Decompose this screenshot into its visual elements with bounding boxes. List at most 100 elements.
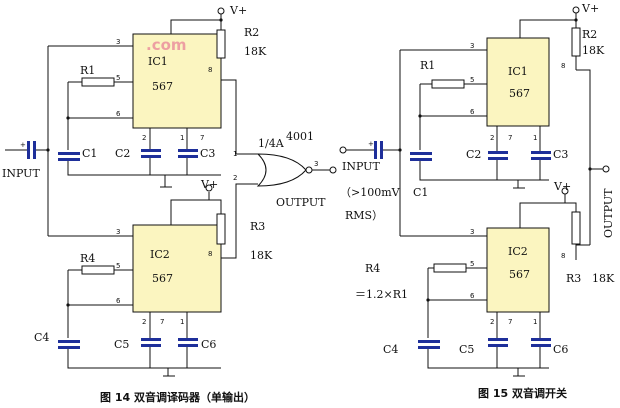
svg-text:3: 3: [116, 38, 120, 46]
svg-text:2: 2: [490, 318, 494, 326]
svg-text:7: 7: [200, 134, 204, 142]
output-label: OUTPUT: [276, 196, 326, 209]
r2-resistor: [216, 29, 226, 59]
svg-text:6: 6: [470, 108, 475, 116]
svg-text:7: 7: [508, 318, 512, 326]
c4-capacitor-fig15: [418, 340, 440, 343]
input-terminal-fig15: [339, 146, 347, 154]
svg-text:1: 1: [233, 150, 237, 158]
r3-resistor: [216, 213, 226, 245]
input-label: INPUT: [2, 167, 40, 180]
svg-text:1: 1: [533, 134, 537, 142]
c5-label-fig15: C5: [459, 343, 474, 356]
output-terminal: [329, 166, 337, 174]
r3-value-fig15: 18K: [592, 272, 615, 285]
ic1-part: 567: [152, 80, 173, 93]
ic1-name-fig15: IC1: [508, 65, 528, 78]
c4-label-fig15: C4: [383, 343, 398, 356]
svg-text:5: 5: [116, 74, 120, 82]
r3-label-fig15: R3: [566, 272, 581, 285]
c3-label: C3: [200, 147, 215, 160]
svg-text:2: 2: [490, 134, 494, 142]
vplus-mid-fig15: V+: [553, 180, 571, 193]
vplus-top: V+: [229, 4, 247, 17]
svg-text:1: 1: [180, 318, 184, 326]
c6-capacitor: [178, 338, 198, 341]
ic2-part-fig15: 567: [509, 268, 530, 281]
vplus-top-fig15: V+: [581, 2, 599, 15]
nor-gate: [256, 153, 307, 187]
c4-label: C4: [34, 331, 49, 344]
c5-capacitor-fig15: [488, 338, 508, 341]
c3-capacitor-fig15: [531, 151, 551, 154]
c2-label-fig15: C2: [466, 148, 481, 161]
gate-part: 4001: [286, 130, 314, 143]
output-terminal-fig15: [602, 165, 610, 173]
svg-text:6: 6: [116, 110, 121, 118]
ic1-block-fig15: [486, 37, 550, 127]
r3-value: 18K: [250, 249, 273, 262]
r1-label-fig15: R1: [420, 59, 435, 72]
c1-capacitor-fig15: [410, 152, 432, 155]
figure-14: IC1 567 IC2 567 + INPUT 3 3 R1 5 6 C1: [2, 4, 337, 404]
c2-label: C2: [115, 147, 130, 160]
r3-resistor-fig15: [571, 211, 581, 245]
r2-value: 18K: [244, 45, 267, 58]
c3-label-fig15: C3: [553, 148, 568, 161]
r4-resistor: [81, 265, 115, 275]
svg-text:1: 1: [180, 134, 184, 142]
svg-text:3: 3: [116, 228, 120, 236]
r4-resistor-fig15: [433, 263, 467, 273]
r1-resistor: [81, 77, 115, 87]
svg-text:8: 8: [208, 250, 212, 258]
vplus-mid: V+: [200, 178, 218, 191]
ic2-block-fig15: [486, 227, 550, 313]
ic1-block: [132, 33, 222, 129]
ic1-name: IC1: [148, 55, 168, 68]
r2-value-fig15: 18K: [582, 44, 605, 57]
r1-label: R1: [80, 64, 95, 77]
svg-text:7: 7: [160, 318, 164, 326]
svg-text:2: 2: [142, 318, 146, 326]
svg-text:2: 2: [142, 134, 146, 142]
r4-label-fig15: R4: [365, 262, 380, 275]
svg-text:6: 6: [116, 297, 121, 305]
r4-label: R4: [80, 252, 95, 265]
svg-text:+: +: [20, 141, 26, 149]
input-capacitor: [27, 141, 30, 159]
svg-text:6: 6: [470, 292, 475, 300]
svg-text:8: 8: [561, 252, 565, 260]
c6-capacitor-fig15: [531, 338, 551, 341]
c6-label: C6: [201, 338, 216, 351]
watermark: .com: [146, 36, 187, 54]
svg-text:8: 8: [561, 62, 565, 70]
svg-text:3: 3: [470, 42, 474, 50]
svg-text:8: 8: [208, 66, 212, 74]
svg-text:5: 5: [116, 262, 120, 270]
c4-capacitor: [58, 340, 80, 343]
svg-text:3: 3: [470, 228, 474, 236]
input-capacitor-fig15: [374, 141, 377, 159]
c1-capacitor: [58, 152, 80, 155]
r3-label: R3: [250, 220, 265, 233]
input-level-fig15: （>100mV: [340, 186, 401, 199]
c3-capacitor: [178, 149, 198, 152]
ic2-name-fig15: IC2: [508, 245, 528, 258]
ic2-block: [132, 224, 222, 313]
ic1-part-fig15: 567: [509, 87, 530, 100]
svg-text:2: 2: [233, 174, 237, 182]
svg-text:+: +: [368, 140, 374, 148]
svg-text:7: 7: [508, 134, 512, 142]
c5-capacitor: [141, 338, 161, 341]
figure-15-caption: 图 15 双音调开关: [478, 386, 567, 400]
figure-14-caption: 图 14 双音调译码器（单输出）: [100, 390, 255, 404]
input-unit-fig15: RMS）: [345, 209, 383, 222]
c1-label: C1: [82, 147, 97, 160]
ic2-name: IC2: [150, 248, 170, 261]
r1-resistor-fig15: [431, 79, 465, 89]
output-label-fig15: OUTPUT: [602, 188, 615, 238]
c2-capacitor-fig15: [488, 151, 508, 154]
c6-label-fig15: C6: [553, 343, 568, 356]
svg-text:1: 1: [533, 318, 537, 326]
figure-15: IC1 567 IC2 567 + INPUT （>100mV RMS） 3 3…: [339, 2, 615, 400]
